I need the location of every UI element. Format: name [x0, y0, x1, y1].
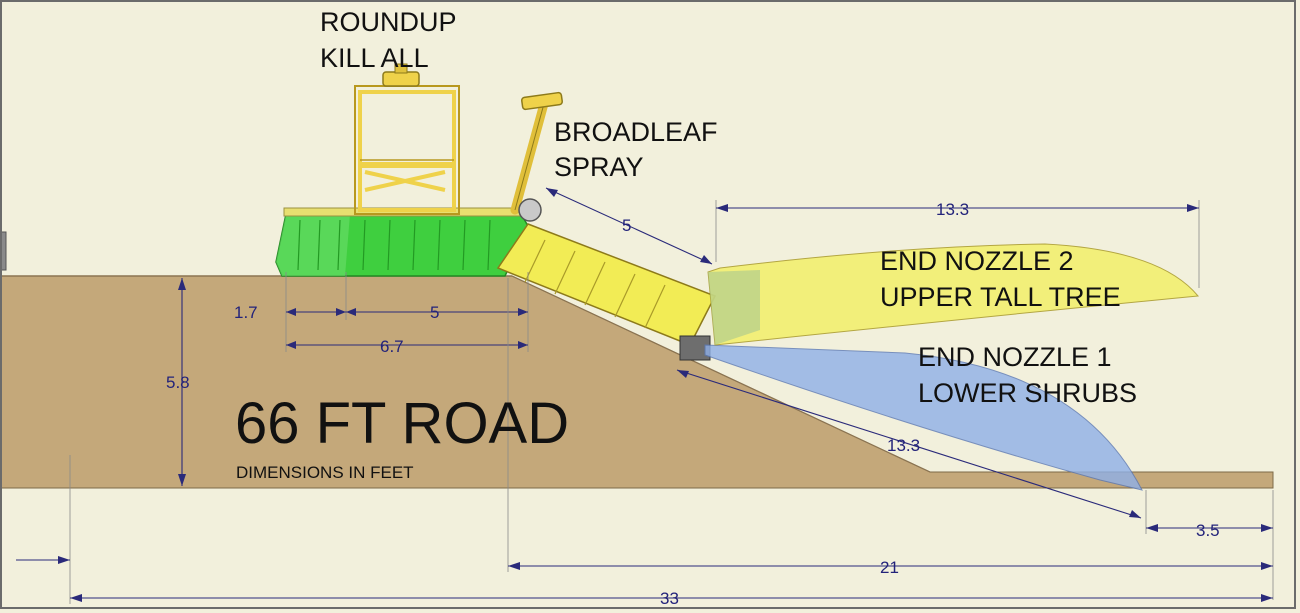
- roundup-label-line2: KILL ALL: [320, 43, 429, 73]
- roundup-pump-cap: [394, 63, 408, 74]
- dim-tank-offset: 1.7: [234, 303, 258, 322]
- dim-nozzle1-reach: 13.3: [887, 436, 920, 455]
- roundup-frame: [354, 85, 460, 215]
- yellow-boom-ribs: [524, 239, 666, 329]
- units-note: DIMENSIONS IN FEET: [236, 463, 414, 482]
- dim-boom-length: 5: [622, 216, 631, 235]
- roundup-nozzle-pump: [382, 71, 420, 87]
- road-title: 66 FT ROAD: [235, 391, 569, 456]
- dim-nozzle2-reach: 13.3: [936, 200, 969, 219]
- nozzle2-spray-shade: [708, 270, 760, 345]
- green-tank-ribs: [297, 219, 491, 271]
- nozzle1-label-line1: END NOZZLE 1: [918, 342, 1112, 372]
- dim-tank-length: 5: [430, 303, 439, 322]
- dim-right-span: 21: [880, 558, 899, 577]
- nozzle1-label-line2: LOWER SHRUBS: [918, 378, 1137, 408]
- green-tank-tint: [276, 214, 350, 276]
- dim-overshoot: 3.5: [1196, 521, 1220, 540]
- broadleaf-arm-edge: [514, 99, 546, 211]
- dimension-lines: [16, 187, 1274, 604]
- nozzle2-label-line1: END NOZZLE 2: [880, 246, 1074, 276]
- broadleaf-label-line2: SPRAY: [554, 152, 644, 182]
- nozzle2-spray-cone: [707, 243, 1199, 346]
- broadleaf-pivot: [518, 198, 542, 222]
- roundup-label-line1: ROUNDUP: [320, 7, 457, 37]
- ditch-slope-edge: [511, 275, 931, 473]
- broadleaf-nozzle-head: [520, 91, 564, 111]
- nozzle1-spray-cone: [704, 344, 1143, 491]
- dim-tank-total: 6.7: [380, 337, 404, 356]
- dim-total-span: 33: [660, 589, 679, 608]
- broadleaf-label-line1: BROADLEAF: [554, 117, 718, 147]
- left-mirror-fragment: [0, 231, 7, 271]
- nozzle2-label-line2: UPPER TALL TREE: [880, 282, 1121, 312]
- dim-road-height: 5.8: [166, 373, 190, 392]
